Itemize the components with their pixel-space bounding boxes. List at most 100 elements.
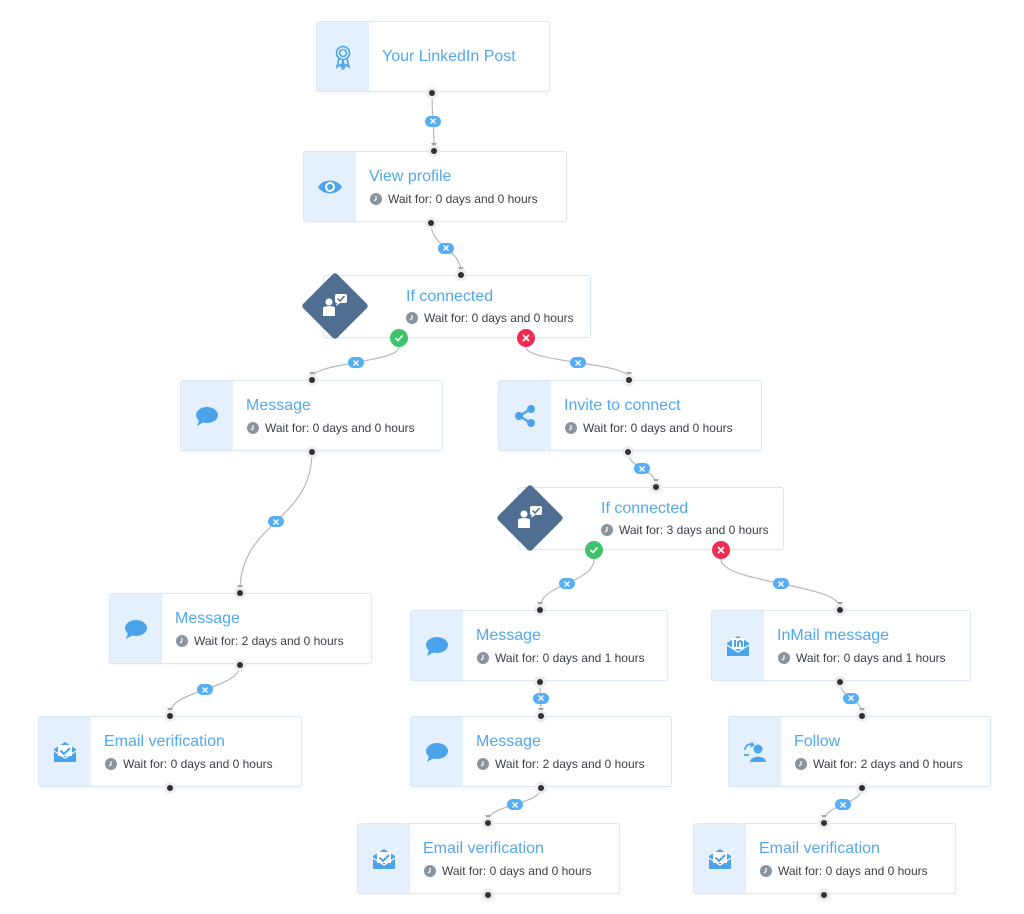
delete-connection-button[interactable]	[268, 516, 284, 527]
output-port[interactable]	[426, 87, 438, 99]
wait-prefix: Wait for:	[123, 757, 168, 771]
wait-prefix: Wait for:	[442, 864, 487, 878]
close-icon	[537, 695, 544, 701]
delete-connection-button[interactable]	[569, 357, 586, 368]
branch-no-badge[interactable]	[517, 329, 535, 347]
input-port[interactable]	[234, 587, 246, 599]
chat-bubble-icon	[411, 611, 463, 680]
input-port[interactable]	[306, 374, 318, 386]
envelope-check-icon	[694, 824, 746, 893]
input-port[interactable]	[623, 374, 635, 386]
branch-no-badge[interactable]	[712, 541, 730, 559]
close-icon	[639, 465, 645, 472]
wait-value: 3 days and 0 hours	[666, 523, 769, 537]
step-title: Email verification	[759, 840, 880, 857]
wait-time: Wait for: 0 days and 0 hours	[105, 757, 273, 771]
clock-icon	[601, 524, 613, 536]
wait-time: Wait for: 2 days and 0 hours	[176, 634, 344, 648]
input-port[interactable]	[482, 817, 494, 829]
input-port[interactable]	[164, 710, 176, 722]
delete-connection-button[interactable]	[438, 242, 454, 254]
delete-connection-button[interactable]	[559, 578, 575, 589]
check-icon	[394, 334, 404, 342]
clock-icon	[565, 422, 577, 434]
clock-icon	[424, 865, 436, 877]
output-port[interactable]	[234, 659, 246, 671]
close-icon	[848, 695, 854, 701]
output-port[interactable]	[425, 217, 437, 229]
output-port[interactable]	[622, 446, 634, 458]
wait-value: 0 days and 0 hours	[489, 864, 592, 878]
wait-value: 0 days and 0 hours	[435, 192, 538, 206]
step-title: Email verification	[104, 733, 225, 750]
close-icon	[511, 801, 518, 808]
input-port[interactable]	[818, 817, 830, 829]
wait-value: 0 days and 0 hours	[170, 757, 273, 771]
clock-icon	[370, 193, 382, 205]
wait-time: Wait for: 0 days and 1 hours	[477, 651, 645, 665]
wait-value: 0 days and 0 hours	[471, 311, 574, 325]
wait-time: Wait for: 0 days and 0 hours	[247, 421, 415, 435]
input-port[interactable]	[455, 269, 467, 281]
step-title: Message	[476, 627, 541, 644]
workflow-step[interactable]: Your LinkedIn Post	[316, 21, 550, 92]
wait-value: 0 days and 0 hours	[630, 421, 733, 435]
input-port[interactable]	[856, 710, 868, 722]
input-port[interactable]	[650, 481, 662, 493]
chat-bubble-icon	[110, 594, 162, 663]
delete-connection-button[interactable]	[506, 799, 523, 810]
delete-connection-button[interactable]	[835, 799, 851, 810]
condition-icon	[318, 289, 352, 323]
output-port[interactable]	[306, 446, 318, 458]
wait-time: Wait for: 0 days and 1 hours	[778, 651, 946, 665]
delete-connection-button[interactable]	[532, 692, 549, 704]
branch-yes-badge[interactable]	[390, 329, 408, 347]
close-icon	[443, 245, 449, 251]
wait-value: 0 days and 0 hours	[825, 864, 928, 878]
wait-time: Wait for: 0 days and 0 hours	[370, 192, 538, 206]
input-port[interactable]	[535, 710, 547, 722]
step-title: Follow	[794, 733, 841, 750]
output-port[interactable]	[818, 889, 830, 901]
input-port[interactable]	[428, 145, 440, 157]
step-title: View profile	[369, 168, 452, 185]
delete-connection-button[interactable]	[772, 578, 789, 589]
close-icon	[564, 580, 570, 587]
close-icon	[717, 546, 725, 554]
close-icon	[430, 118, 436, 124]
wait-prefix: Wait for:	[194, 634, 239, 648]
delete-connection-button[interactable]	[197, 684, 213, 695]
output-port[interactable]	[535, 782, 547, 794]
output-port[interactable]	[856, 782, 868, 794]
input-port[interactable]	[534, 604, 546, 616]
branch-yes-badge[interactable]	[585, 541, 603, 559]
delete-connection-button[interactable]	[634, 463, 650, 474]
delete-connection-button[interactable]	[425, 115, 441, 127]
clock-icon	[778, 652, 790, 664]
close-icon	[273, 518, 279, 525]
wait-value: 0 days and 1 hours	[843, 651, 946, 665]
step-title: If connected	[601, 500, 689, 517]
step-title: Message	[246, 397, 311, 414]
output-port[interactable]	[164, 782, 176, 794]
output-port[interactable]	[482, 889, 494, 901]
close-icon	[522, 334, 530, 342]
output-port[interactable]	[534, 676, 546, 688]
delete-connection-button[interactable]	[843, 692, 859, 704]
delete-connection-button[interactable]	[347, 357, 364, 368]
output-port[interactable]	[834, 676, 846, 688]
clock-icon	[406, 312, 418, 324]
input-port[interactable]	[834, 604, 846, 616]
